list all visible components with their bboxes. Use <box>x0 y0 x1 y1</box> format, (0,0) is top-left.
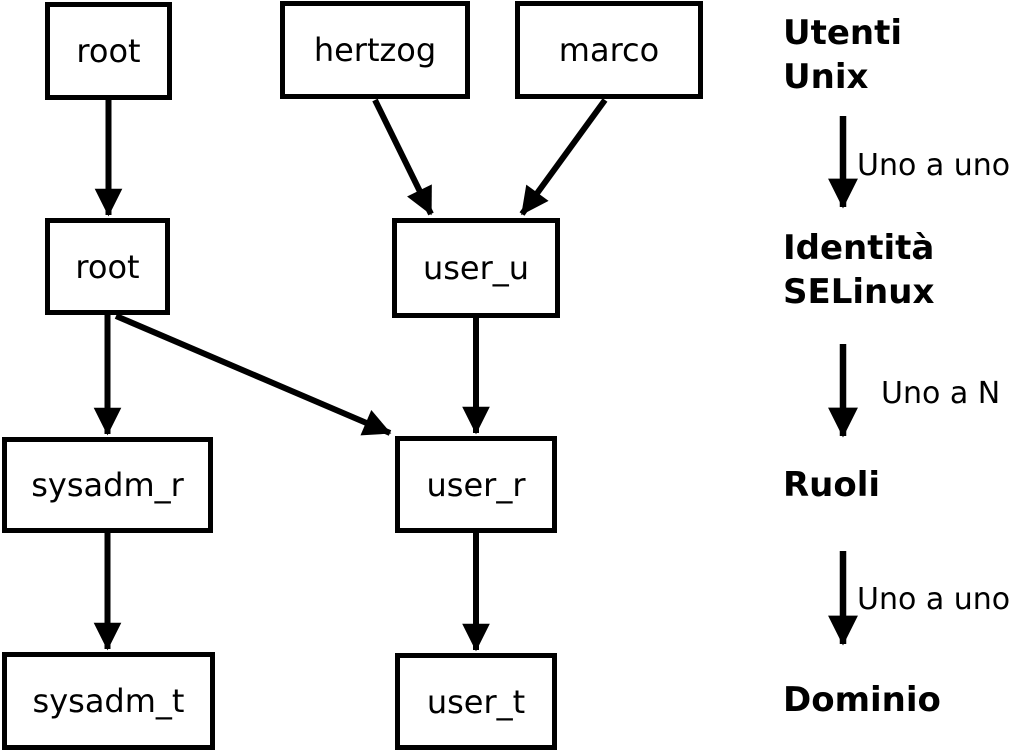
node-user-r-label: user_r <box>426 465 526 504</box>
legend-relation-uno-a-uno-1: Uno a uno <box>857 148 1011 183</box>
node-hertzog-label: hertzog <box>313 31 437 69</box>
legend-level-dominio: Dominio <box>783 680 941 720</box>
legend-relation-uno-a-uno-2: Uno a uno <box>857 582 1011 617</box>
node-sysadm-t-label: sysadm_t <box>32 682 185 720</box>
arrow-marco-to-user-u <box>519 98 608 216</box>
legend-unix-line: Unix <box>783 57 869 97</box>
legend-selinux-line: SELinux <box>783 272 935 312</box>
node-root-unix-label: root <box>76 32 141 70</box>
legend-identita-line: Identità <box>783 228 935 268</box>
node-sysadm-r: sysadm_r <box>2 437 213 533</box>
node-user-t: user_t <box>395 653 557 750</box>
legend-relation-uno-a-n: Uno a N <box>881 376 1001 411</box>
node-root-selinux: root <box>45 218 170 315</box>
legend-level-identita-selinux: Identità SELinux <box>783 226 934 314</box>
node-user-u-label: user_u <box>422 249 530 287</box>
node-root-selinux-label: root <box>75 247 140 286</box>
node-sysadm-t: sysadm_t <box>2 652 215 750</box>
legend-level-ruoli: Ruoli <box>783 465 881 505</box>
arrow-root-selinux-to-user-r <box>114 313 392 436</box>
node-hertzog: hertzog <box>280 1 470 99</box>
arrow-hertzog-to-user-u <box>372 98 434 216</box>
node-marco-label: marco <box>558 31 660 69</box>
node-user-u: user_u <box>392 218 560 318</box>
legend-utenti-line: Utenti <box>783 13 903 53</box>
node-sysadm-r-label: sysadm_r <box>31 466 184 504</box>
node-user-r: user_r <box>395 436 557 533</box>
legend-level-utenti-unix: Utenti Unix <box>783 11 902 99</box>
node-root-unix: root <box>45 2 172 100</box>
node-user-t-label: user_t <box>426 682 526 721</box>
node-marco: marco <box>515 1 703 99</box>
